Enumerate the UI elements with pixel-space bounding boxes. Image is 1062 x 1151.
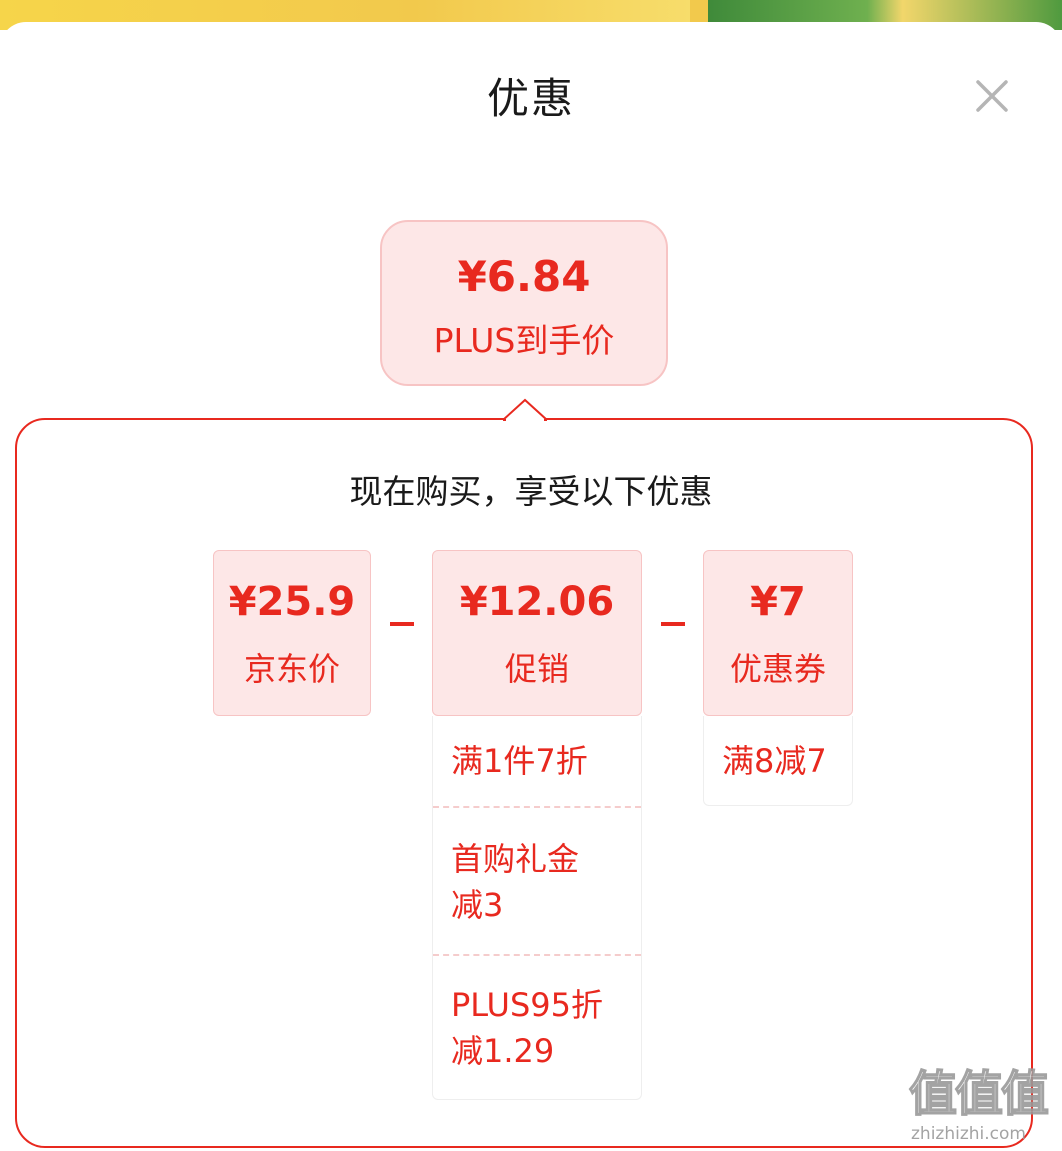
promotion-box: ¥12.06 促销 [432, 550, 642, 716]
close-icon [976, 80, 1008, 112]
jd-price-amount: ¥25.9 [228, 579, 356, 625]
promotion-item: PLUS95折 减1.29 [433, 982, 641, 1074]
watermark-logo: 值值值 [908, 1065, 1050, 1123]
jd-price-label: 京东价 [243, 650, 340, 688]
breakdown-subtitle: 现在购买，享受以下优惠 [349, 472, 713, 511]
coupon-label: 优惠券 [729, 650, 826, 688]
minus-sign [390, 622, 414, 626]
promotion-item-text: PLUS95折 [451, 986, 603, 1024]
promotion-label: 促销 [504, 650, 569, 688]
promotion-item-text: 首购礼金 [451, 840, 580, 878]
sheet-title: 优惠 [486, 74, 575, 123]
dashed-divider [433, 806, 641, 808]
panel-pointer [503, 398, 547, 422]
minus-sign [661, 622, 685, 626]
promotion-amount: ¥12.06 [459, 579, 615, 625]
watermark-url: zhizhizhi.com [911, 1124, 1026, 1144]
dashed-divider [433, 954, 641, 956]
promotion-detail-list: 满1件7折 首购礼金 减3 PLUS95折 减1.29 [432, 716, 642, 1100]
coupon-box: ¥7 优惠券 [703, 550, 853, 716]
promotion-item: 满1件7折 [433, 738, 641, 784]
coupon-item: 满8减7 [704, 738, 852, 784]
final-price-card: ¥6.84 PLUS到手价 [380, 220, 668, 386]
promotion-item: 首购礼金 减3 [433, 836, 641, 928]
coupon-amount: ¥7 [750, 579, 806, 625]
jd-price-box: ¥25.9 京东价 [213, 550, 371, 716]
promotion-item-text: 满1件7折 [451, 742, 588, 780]
close-button[interactable] [968, 72, 1016, 120]
promotion-item-text: 减1.29 [451, 1032, 555, 1070]
final-price-label: PLUS到手价 [433, 321, 615, 360]
final-price: ¥6.84 [457, 252, 591, 301]
coupon-item-text: 满8减7 [722, 742, 827, 780]
site-watermark: 值值值 zhizhizhi.com [905, 1064, 1055, 1144]
promotion-item-text: 减3 [451, 886, 504, 924]
coupon-detail-list: 满8减7 [703, 716, 853, 806]
